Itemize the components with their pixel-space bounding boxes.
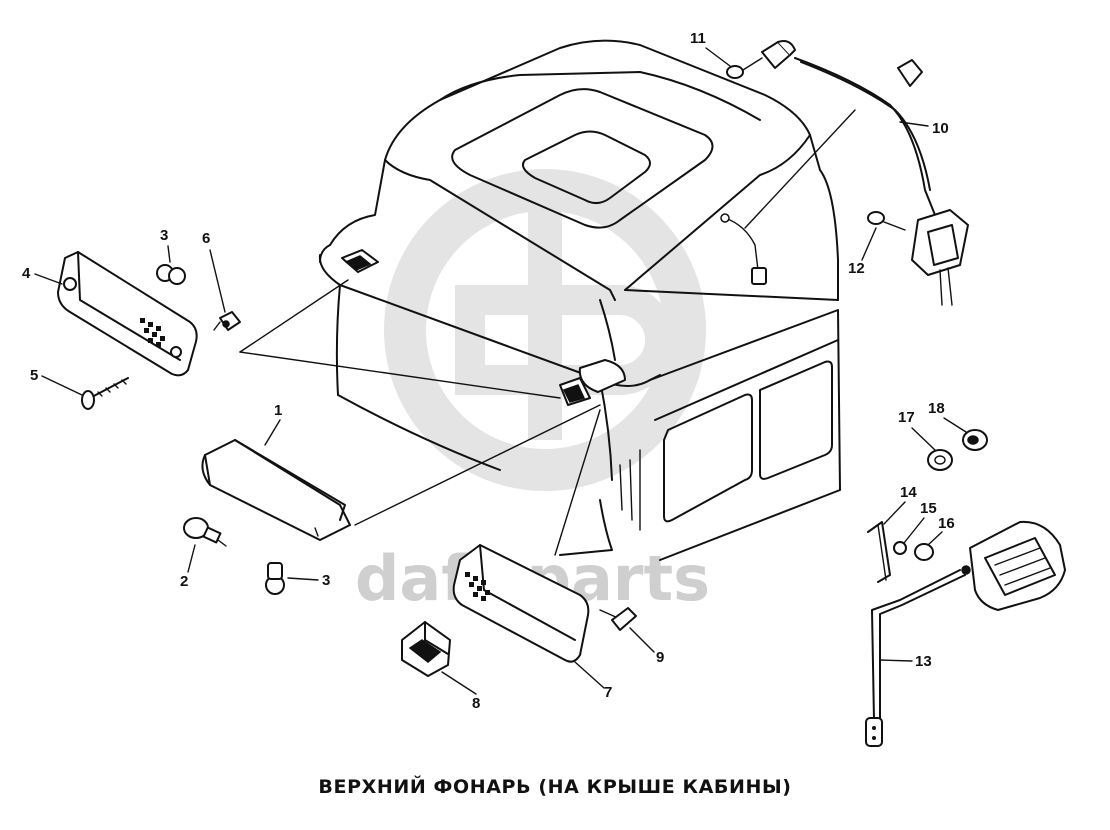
- part-4-marker-lamp: [57, 251, 198, 377]
- part-3-bulb-top: [156, 264, 186, 285]
- callout-15: 15: [920, 500, 937, 517]
- callout-4: 4: [22, 265, 31, 282]
- callout-3-bottom: 3: [322, 572, 330, 589]
- callout-12: 12: [848, 260, 865, 277]
- part-7-work-lamp: [452, 544, 619, 663]
- callout-6: 6: [202, 230, 210, 247]
- callout-13: 13: [915, 653, 932, 670]
- part-8-switch: [401, 621, 451, 677]
- part-6-holder: [213, 311, 241, 331]
- callout-9: 9: [656, 649, 664, 666]
- callout-11: 11: [690, 30, 706, 47]
- callout-5: 5: [30, 367, 38, 384]
- part-3-bulb-bottom: [265, 562, 285, 595]
- callout-8: 8: [472, 695, 480, 712]
- callout-17: 17: [898, 409, 915, 426]
- part-9-bulb: [611, 607, 637, 631]
- part-12-connector: [867, 209, 969, 306]
- leader-lines: [239, 109, 856, 556]
- part-1-roof-lamp: [201, 439, 351, 541]
- part-17-nut: [927, 449, 953, 471]
- callout-18: 18: [928, 400, 945, 417]
- callout-16: 16: [938, 515, 955, 532]
- part-5-screw: [81, 377, 129, 410]
- part-15-washer: [893, 541, 907, 555]
- callout-3-top: 3: [160, 227, 168, 244]
- callout-1: 1: [274, 402, 282, 419]
- callout-10: 10: [932, 120, 949, 137]
- part-13-lamp-and-arm: [865, 520, 1066, 747]
- diagram-caption: ВЕРХНИЙ ФОНАРЬ (НА КРЫШЕ КАБИНЫ): [318, 776, 792, 798]
- part-11-bulb-holder: [726, 40, 796, 79]
- part-18-cap: [962, 429, 988, 451]
- callout-7: 7: [604, 684, 612, 701]
- cab-body: [318, 39, 841, 561]
- part-2-bulb: [183, 517, 227, 547]
- callout-14: 14: [900, 484, 917, 501]
- part-14-bracket: [867, 521, 891, 583]
- part-16-nut: [914, 543, 934, 561]
- part-10-cable: [794, 57, 936, 216]
- watermark-logo: [384, 169, 706, 491]
- callout-labels: 1 2 3 3 4 5 6 7 8 9 10 11 12 13 14 15 16…: [22, 30, 967, 712]
- callout-2: 2: [180, 573, 188, 590]
